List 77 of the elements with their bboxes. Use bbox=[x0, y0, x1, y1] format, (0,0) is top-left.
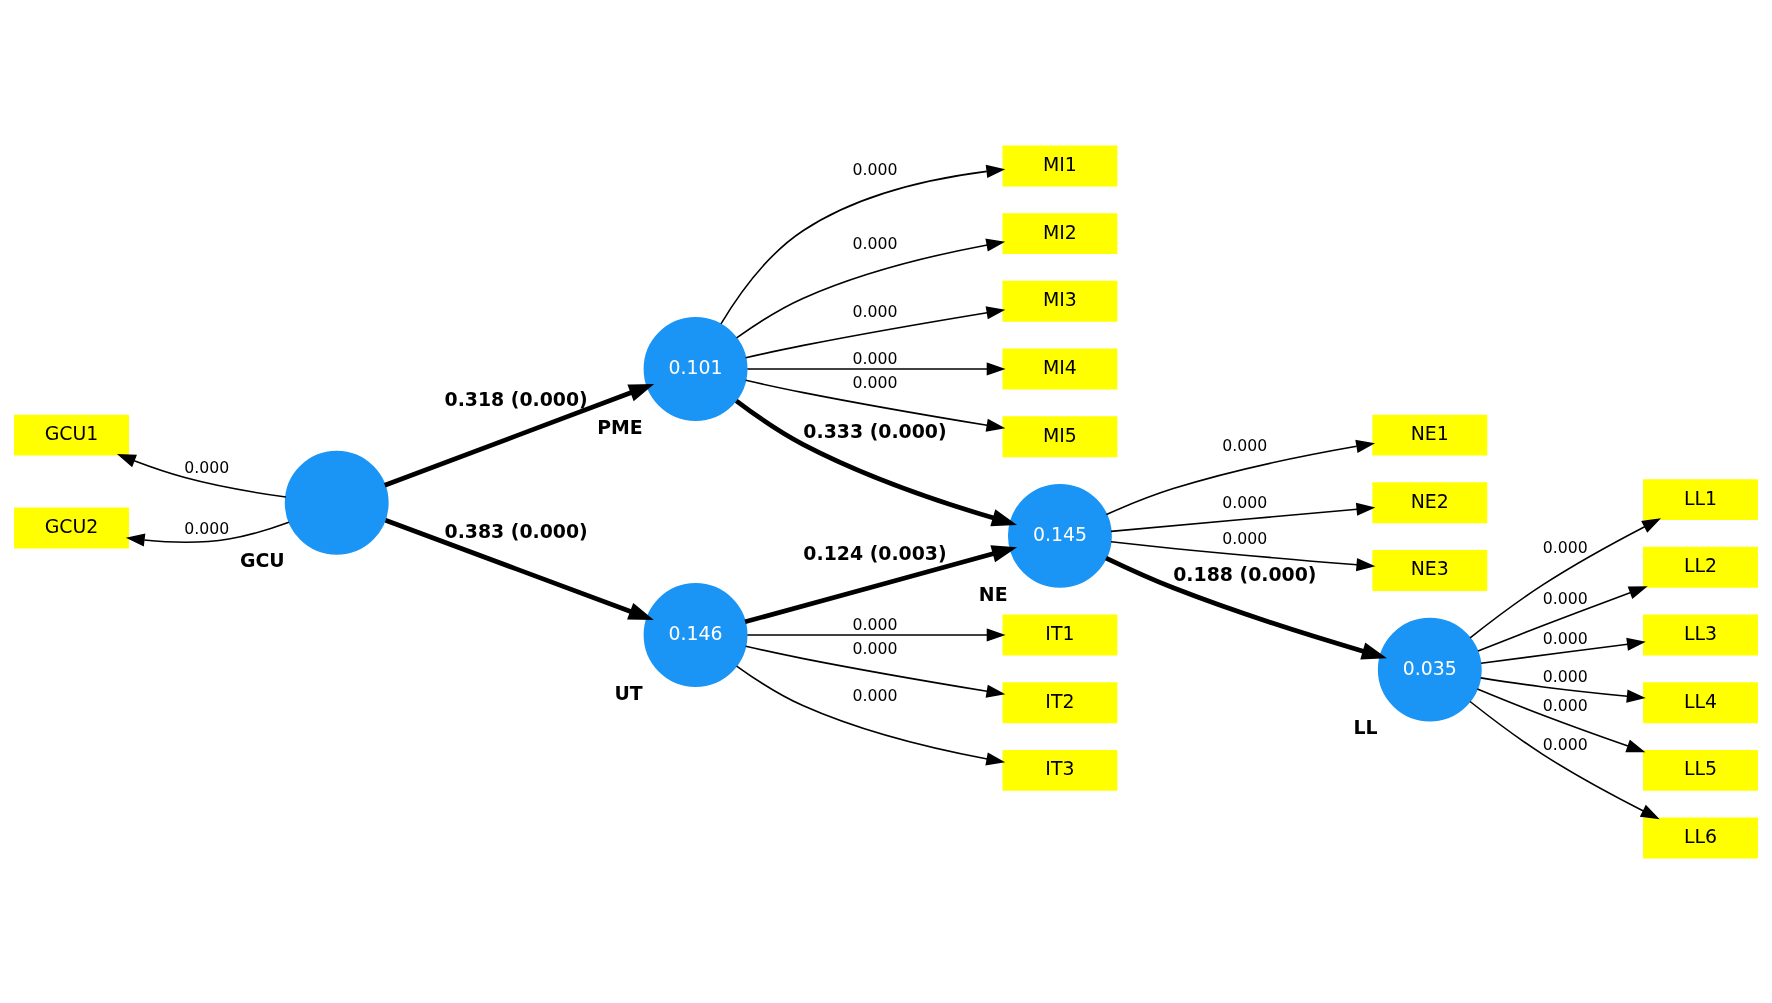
node-label: GCU bbox=[239, 548, 285, 571]
edge-label: 0.000 bbox=[1222, 492, 1268, 512]
edge-label: 0.000 bbox=[852, 233, 898, 253]
arrow bbox=[744, 379, 1006, 432]
node-box: LL3 bbox=[1643, 614, 1758, 655]
arrow bbox=[1110, 502, 1376, 532]
node-box: MI4 bbox=[1002, 348, 1118, 389]
arrow bbox=[116, 453, 287, 498]
arrow bbox=[744, 305, 1006, 358]
arrow bbox=[125, 520, 290, 547]
node-box: MI5 bbox=[1002, 415, 1118, 457]
node-box: MI2 bbox=[1002, 212, 1118, 254]
node-label: PME bbox=[597, 415, 643, 438]
arrow bbox=[1110, 540, 1376, 571]
arrow bbox=[383, 383, 655, 487]
arrow bbox=[744, 645, 1006, 698]
arrow bbox=[734, 398, 1018, 526]
arrow bbox=[720, 164, 1006, 325]
edge-label: 0.124 (0.003) bbox=[803, 541, 947, 564]
node-circle: 0.145 bbox=[1008, 483, 1112, 588]
edge-label: 0.000 bbox=[1542, 734, 1588, 754]
node-box: IT3 bbox=[1002, 749, 1118, 791]
edge-label: 0.318 (0.000) bbox=[444, 387, 588, 410]
arrow bbox=[1469, 700, 1660, 819]
arrow bbox=[744, 544, 1018, 624]
arrow bbox=[1480, 676, 1646, 703]
node-label: UT bbox=[614, 681, 643, 704]
edge-label: 0.000 bbox=[184, 518, 230, 538]
node-box: NE2 bbox=[1372, 481, 1488, 523]
node-box: LL5 bbox=[1643, 749, 1758, 791]
edge-label: 0.000 bbox=[852, 159, 898, 179]
node-box: LL6 bbox=[1643, 817, 1758, 858]
arrow bbox=[1476, 687, 1646, 752]
edge-label: 0.000 bbox=[1542, 695, 1588, 715]
edge-label: 0.000 bbox=[1222, 435, 1268, 455]
edge-label: 0.000 bbox=[852, 348, 898, 368]
arrow bbox=[746, 361, 1006, 376]
node-box: LL1 bbox=[1643, 478, 1758, 520]
node-circle: 0.146 bbox=[643, 582, 748, 687]
node-box: LL2 bbox=[1643, 546, 1758, 588]
node-box: LL4 bbox=[1643, 681, 1758, 723]
arrow bbox=[746, 627, 1006, 642]
edge-label: 0.000 bbox=[852, 685, 898, 705]
arrow bbox=[735, 664, 1006, 765]
arrow bbox=[1480, 637, 1646, 664]
node-label: LL bbox=[1353, 715, 1378, 738]
node-box: NE1 bbox=[1372, 414, 1488, 456]
edge-label: 0.000 bbox=[852, 301, 898, 321]
arrow bbox=[735, 238, 1006, 339]
arrow bbox=[1477, 585, 1648, 652]
edge-label: 0.000 bbox=[1222, 528, 1268, 548]
node-box: MI1 bbox=[1002, 145, 1118, 186]
arrow bbox=[1105, 555, 1387, 660]
edge-label: 0.383 (0.000) bbox=[444, 519, 588, 542]
node-box: GCU1 bbox=[14, 414, 129, 456]
edge-label: 0.000 bbox=[1542, 588, 1588, 608]
node-box: MI3 bbox=[1002, 280, 1118, 322]
node-box: IT2 bbox=[1002, 681, 1118, 723]
node-circle: 0.035 bbox=[1377, 617, 1482, 722]
edge-label: 0.000 bbox=[1542, 666, 1588, 686]
node-box: GCU2 bbox=[14, 507, 129, 548]
arrow bbox=[384, 517, 654, 620]
node-box: IT1 bbox=[1002, 614, 1118, 655]
edge-label: 0.188 (0.000) bbox=[1173, 562, 1317, 585]
edge-label: 0.000 bbox=[184, 457, 230, 477]
edge-label: 0.000 bbox=[852, 372, 898, 392]
arrow bbox=[1469, 517, 1662, 639]
edge-label: 0.000 bbox=[852, 638, 898, 658]
edge-label: 0.000 bbox=[1542, 628, 1588, 648]
edge-label: 0.000 bbox=[1542, 537, 1588, 557]
node-box: NE3 bbox=[1372, 549, 1488, 591]
arrow bbox=[1105, 439, 1376, 515]
edge-label: 0.000 bbox=[852, 614, 898, 634]
node-circle bbox=[284, 450, 389, 555]
node-circle: 0.101 bbox=[643, 316, 748, 421]
edge-label: 0.333 (0.000) bbox=[803, 419, 947, 442]
node-label: NE bbox=[978, 582, 1008, 605]
